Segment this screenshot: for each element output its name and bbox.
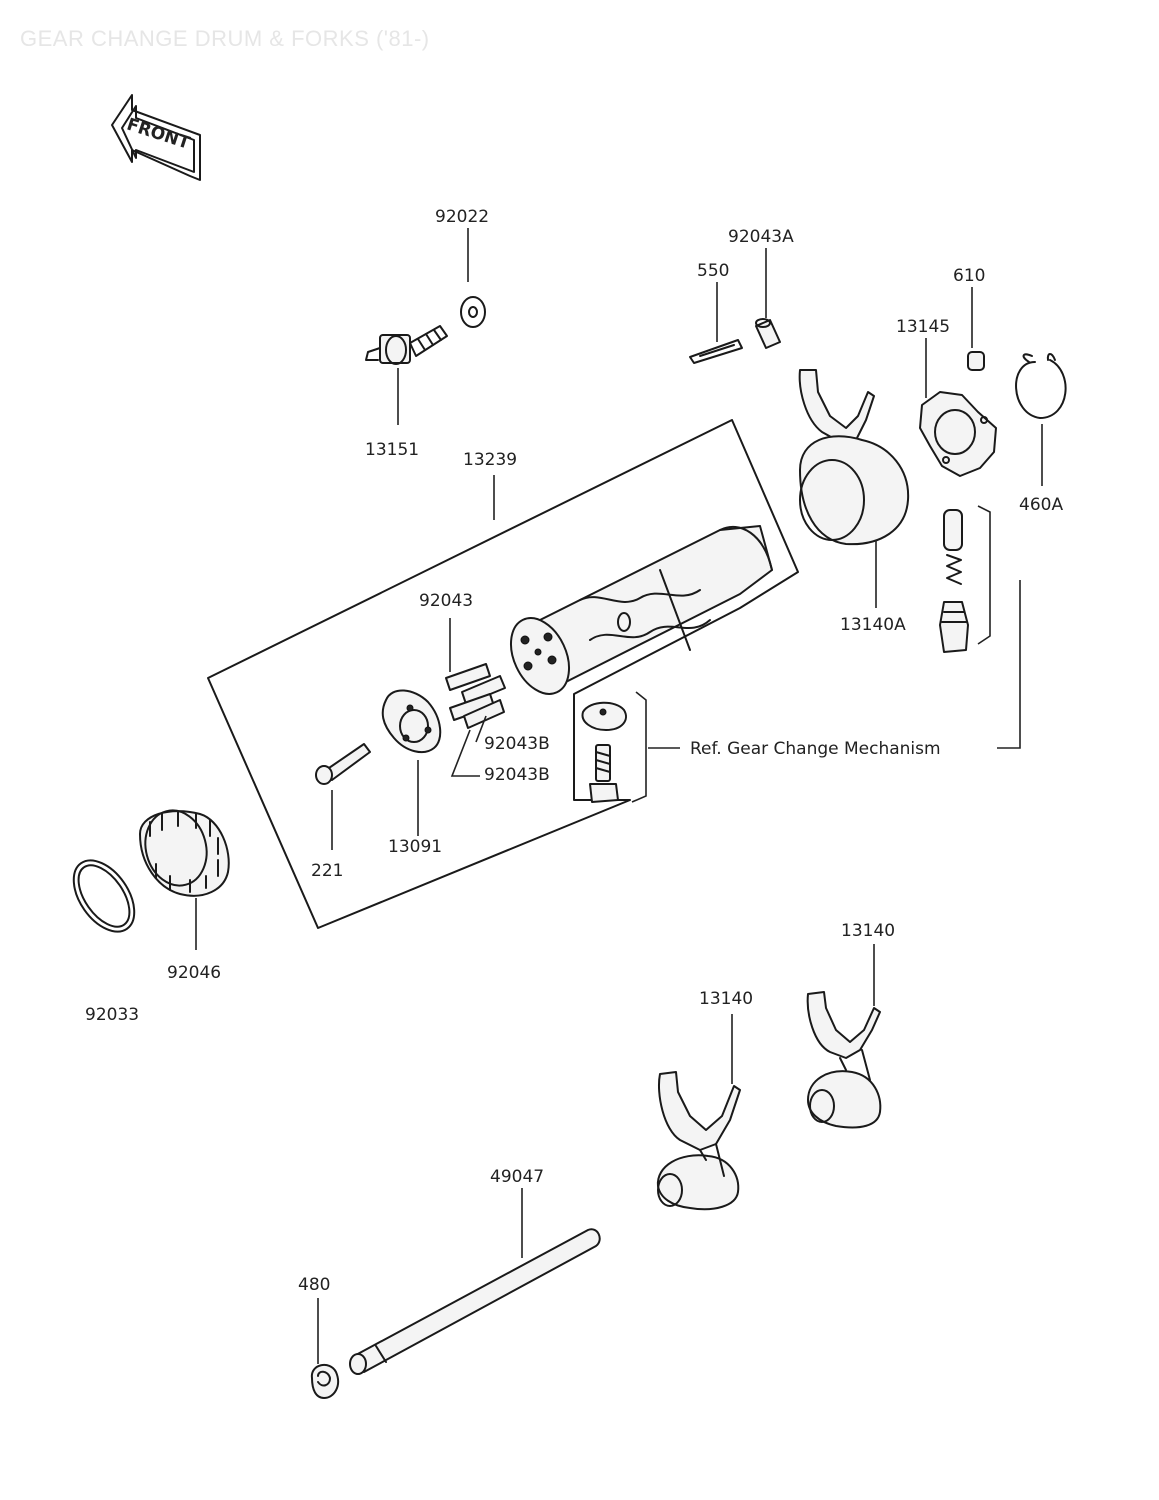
switch-13151-part xyxy=(365,325,448,365)
label-610: 610 xyxy=(953,266,985,286)
label-92046: 92046 xyxy=(167,963,221,983)
label-92033: 92033 xyxy=(85,1005,139,1025)
circlip-460A-part xyxy=(1015,353,1067,419)
ref-parts-right-part xyxy=(939,509,969,653)
label-92022: 92022 xyxy=(435,207,489,227)
pins-92043-part xyxy=(445,663,506,729)
bearing-92046-part xyxy=(139,809,230,897)
label-49047: 49047 xyxy=(490,1167,544,1187)
label-460A: 460A xyxy=(1019,495,1063,515)
washer-92022-part xyxy=(460,296,486,328)
screw-221-part xyxy=(315,743,371,785)
diagram-title: GEAR CHANGE DRUM & FORKS ('81-) xyxy=(20,26,430,51)
label-13239: 13239 xyxy=(463,450,517,470)
shift-drum-13239-part xyxy=(509,525,773,695)
nut-610-part xyxy=(967,351,985,371)
label-13140-lower: 13140 xyxy=(699,989,753,1009)
clip-480-part xyxy=(310,1363,340,1399)
label-13151: 13151 xyxy=(365,440,419,460)
plate-13091-part xyxy=(381,689,442,754)
label-92043B-2: 92043B xyxy=(484,765,550,785)
label-13140A: 13140A xyxy=(840,615,906,635)
label-13140-upper: 13140 xyxy=(841,921,895,941)
ring-92033-part xyxy=(72,859,136,933)
ref-note: Ref. Gear Change Mechanism xyxy=(690,739,941,759)
label-92043B-1: 92043B xyxy=(484,734,550,754)
plate-13145-part xyxy=(919,391,997,477)
label-550: 550 xyxy=(697,261,729,281)
label-221: 221 xyxy=(311,861,343,881)
ref-plate-bolt-part xyxy=(581,701,627,803)
fork-13140A-part xyxy=(798,369,910,546)
label-92043: 92043 xyxy=(419,591,473,611)
drum-assembly-outline xyxy=(207,419,799,929)
pin-92043A-part xyxy=(755,318,781,349)
label-13091: 13091 xyxy=(388,837,442,857)
label-13145: 13145 xyxy=(896,317,950,337)
shaft-49047-part xyxy=(349,1228,601,1375)
front-arrow-icon: FRONT xyxy=(111,94,201,181)
label-480: 480 xyxy=(298,1275,330,1295)
clip-550-part xyxy=(689,339,743,364)
fork-13140-lower-part xyxy=(656,1071,741,1211)
label-92043A: 92043A xyxy=(728,227,794,247)
fork-13140-upper-part xyxy=(806,991,882,1129)
